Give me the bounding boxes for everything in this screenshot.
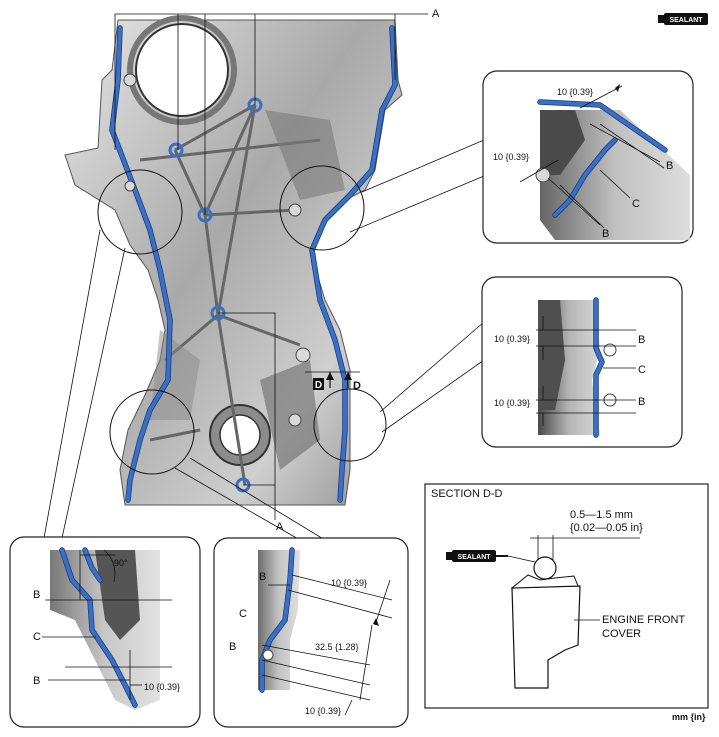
engine-front-cover-illustration (64, 15, 403, 506)
zoom-circle-upper-left (97, 169, 183, 255)
detail-mr-c: C (638, 364, 646, 376)
section-d-marker: D D (305, 371, 361, 392)
detail-bottom-left: 90° B C B 10 {0.39} (9, 536, 201, 728)
a-leader-lines-bottom (218, 312, 276, 520)
zoom-circle-lower-right (313, 388, 387, 462)
label-a-top: A (432, 8, 440, 20)
detail-bl-dim: 10 {0.39} (144, 682, 180, 692)
detail-mr-b1: B (638, 334, 645, 346)
detail-bc-c: C (239, 608, 247, 620)
detail-tr-dim-left: 10 {0.39} (493, 152, 529, 162)
section-d-d-panel: SECTION D-D 0.5—1.5 mm {0.02—0.05 in} EN… (424, 483, 709, 709)
detail-tr-dim-top: 10 {0.39} (557, 87, 593, 97)
unit-label: mm {in} (672, 712, 706, 722)
sealant-tag-label: SEALANT (669, 17, 703, 24)
sealant-tube-icon: SEALANT (658, 13, 708, 25)
zoom-connectors (43, 139, 485, 541)
section-dim-line2: {0.02—0.05 in} (570, 522, 643, 534)
detail-bl-b1: B (33, 589, 40, 601)
zoom-circle-upper-right (279, 165, 365, 251)
detail-middle-right: 10 {0.39} 10 {0.39} B C B (481, 276, 683, 448)
section-sealant-label: SEALANT (457, 554, 491, 561)
detail-bottom-center: 10 {0.39} 32.5 {1.28} 10 {0.39} B C B (213, 537, 409, 728)
section-part-line1: ENGINE FRONT (602, 614, 685, 626)
detail-bl-b2: B (33, 675, 40, 687)
detail-bl-c: C (33, 631, 41, 643)
section-dim-line1: 0.5—1.5 mm (570, 509, 633, 521)
a-leader-lines-top (114, 13, 428, 215)
detail-tr-b2: B (602, 228, 609, 240)
detail-tr-c: C (632, 198, 640, 210)
detail-mr-dim-top: 10 {0.39} (494, 334, 530, 344)
label-a-bottom: A (276, 521, 284, 533)
section-title: SECTION D-D (431, 488, 503, 500)
detail-bl-angle: 90° (114, 558, 128, 568)
detail-bc-dim-bottom: 10 {0.39} (305, 706, 341, 716)
section-marker-right: D (353, 380, 361, 392)
detail-bc-b-bottom: B (229, 641, 236, 653)
detail-bc-dim-top: 10 {0.39} (331, 578, 367, 588)
section-part-line2: COVER (602, 628, 641, 640)
detail-top-right: 10 {0.39} 10 {0.39} B C B (482, 70, 694, 244)
detail-bc-b-top: B (259, 571, 266, 583)
zoom-circle-lower-left (109, 389, 195, 475)
detail-tr-b1: B (666, 160, 673, 172)
detail-bc-dim-mid: 32.5 {1.28} (315, 642, 359, 652)
detail-mr-dim-bottom: 10 {0.39} (494, 398, 530, 408)
section-sealant-tube-icon: SEALANT (446, 550, 508, 562)
detail-mr-b2: B (638, 396, 645, 408)
section-marker-left: D (315, 380, 322, 391)
